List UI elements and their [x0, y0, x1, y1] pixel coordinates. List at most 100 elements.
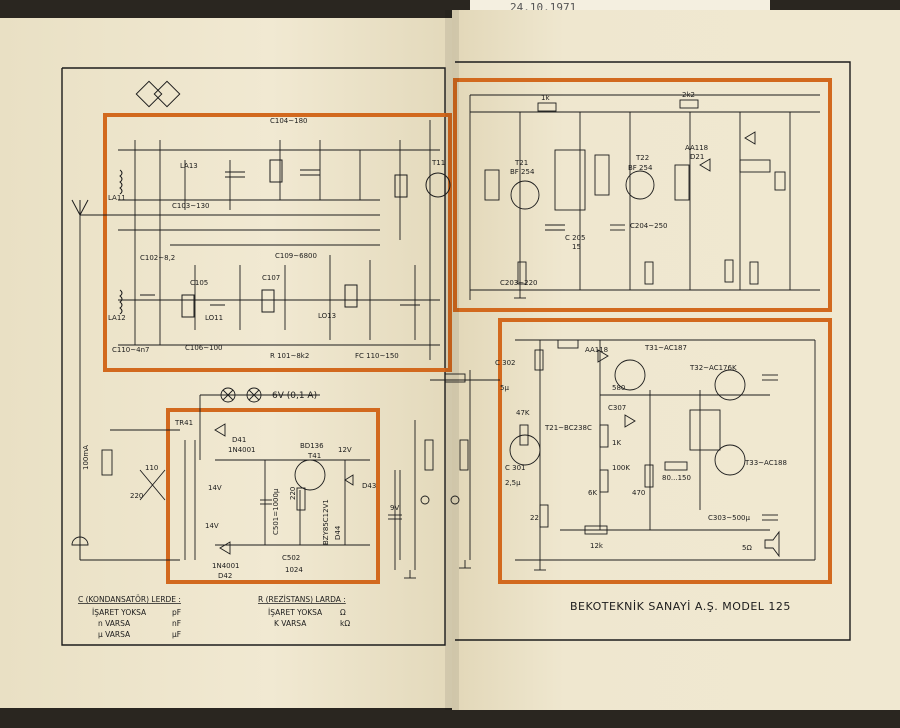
label-lo13: LO13	[318, 312, 336, 320]
label-t21b: T21~BC238C	[544, 424, 592, 432]
outer-frame	[61, 61, 851, 646]
label-fc110: FC 110~150	[355, 352, 399, 360]
label-t21-part: BF 254	[510, 168, 535, 176]
legend-c-row-2-mark: n VARSA	[98, 619, 131, 628]
label-t31: T31~AC187	[644, 344, 687, 352]
label-d41: D41	[232, 436, 246, 444]
legend-resistors: R (REZİSTANS) LARDA : İŞARET YOKSA Ω K V…	[258, 595, 350, 628]
label-c102: C102~8,2	[140, 254, 175, 262]
label-r1k-b: 1K	[612, 439, 621, 447]
label-r470: 470	[632, 489, 645, 497]
legend-c-row-2-unit: nF	[172, 619, 181, 628]
legend-r-row-2-unit: kΩ	[340, 619, 350, 628]
label-r101: R 101~8k2	[270, 352, 309, 360]
label-d43: D43	[362, 482, 376, 490]
label-c110: C110~4n7	[112, 346, 149, 354]
label-lamp: 6V (0,1 A)	[272, 391, 317, 401]
label-d44: D44	[334, 525, 342, 540]
label-c301-val: 2,5μ	[505, 479, 521, 487]
label-r80: 80...150	[662, 474, 691, 482]
label-d42: D42	[218, 572, 232, 580]
if-box	[453, 78, 832, 312]
legend-c-heading: C (KONDANSATÖR) LERDE :	[78, 595, 181, 604]
tuner-wiring	[79, 120, 440, 560]
left-page	[0, 18, 452, 708]
label-r6k: 6K	[588, 489, 597, 497]
label-c109: C109~6800	[275, 252, 317, 260]
label-d31: AA118	[585, 346, 608, 354]
psu-box	[166, 408, 380, 584]
component-labels: C104~180 C103~130 LA13 LA11 LA12 C109~68…	[82, 91, 787, 580]
label-c204: C204~250	[630, 222, 667, 230]
tuner-box	[103, 113, 452, 372]
legend-c-row-3-mark: μ VARSA	[98, 630, 131, 639]
label-d41-part: 1N4001	[228, 446, 256, 454]
legend-capacitors: C (KONDANSATÖR) LERDE : İŞARET YOKSA pF …	[78, 595, 181, 639]
label-c501: C501=1000μ	[272, 488, 280, 535]
audio-box	[498, 318, 832, 584]
schematic-title: BEKOTEKNİK SANAYİ A.Ş. MODEL 125	[570, 600, 791, 613]
label-t41-name: T41	[307, 452, 321, 460]
label-c203: C203~220	[500, 279, 537, 287]
psu-wiring	[71, 387, 402, 570]
label-c302-val: 5μ	[500, 384, 509, 392]
label-r580: 580	[612, 384, 625, 392]
label-c205: C 205	[565, 234, 585, 242]
if-wiring	[469, 94, 820, 300]
label-la12: LA12	[108, 314, 126, 322]
legend-r-heading: R (REZİSTANS) LARDA :	[258, 595, 346, 604]
label-r2k2: 2k2	[682, 91, 695, 99]
label-lo11: LO11	[205, 314, 223, 322]
legend-r-row-2-mark: K VARSA	[274, 619, 307, 628]
label-t21: T21	[514, 159, 528, 167]
label-14v-a: 14V	[208, 484, 222, 492]
legend-c-row-3-unit: μF	[172, 630, 181, 639]
right-page	[452, 10, 900, 710]
label-t41: BD136	[300, 442, 324, 450]
label-fuse: 100mA	[82, 445, 90, 470]
label-c502: C502	[282, 554, 300, 562]
label-t11: T11	[431, 159, 445, 167]
label-c205-val: 15	[572, 243, 581, 251]
volume-controls	[414, 370, 500, 570]
label-zener: BZY85C12V1	[322, 499, 330, 545]
label-12v: 12V	[338, 446, 352, 454]
legend-c-row-1-mark: İŞARET YOKSA	[92, 608, 147, 617]
label-t32: T32~AC176K	[689, 364, 737, 372]
label-t33: T33~AC188	[744, 459, 787, 467]
label-c103: C103~130	[172, 202, 209, 210]
label-9v: 9V	[390, 504, 399, 512]
label-r22: 22	[530, 514, 539, 522]
label-speaker: 5Ω	[742, 544, 752, 552]
tuner-components	[71, 80, 451, 318]
label-la13: LA13	[180, 162, 198, 170]
label-la11: LA11	[108, 194, 126, 202]
label-r1k: 1k	[541, 94, 550, 102]
label-r12k: 12k	[590, 542, 604, 550]
label-c303: C303~500μ	[708, 514, 750, 522]
label-mains-220: 220	[130, 492, 143, 500]
label-c104: C104~180	[270, 117, 307, 125]
label-r47k: 47K	[516, 409, 530, 417]
label-t22: T22	[635, 154, 649, 162]
legend-r-row-1-mark: İŞARET YOKSA	[268, 608, 323, 617]
label-d42-part: 1N4001	[212, 562, 240, 570]
legend-c-row-1-unit: pF	[172, 608, 181, 617]
label-d21: AA118	[685, 144, 708, 152]
label-c307: C307	[608, 404, 626, 412]
label-c302: C 302	[495, 359, 515, 367]
label-14v-b: 14V	[205, 522, 219, 530]
label-r220: 220	[289, 487, 297, 500]
label-c301: C 301	[505, 464, 525, 472]
section-boxes	[103, 78, 832, 584]
label-mains-110: 110	[145, 464, 158, 472]
label-r100k: 100K	[612, 464, 630, 472]
label-c107: C107	[262, 274, 280, 282]
label-c106: C106~100	[185, 344, 222, 352]
ground-symbols	[404, 290, 546, 579]
book-gutter	[445, 10, 459, 710]
label-t22-part: BF 254	[628, 164, 653, 172]
legend-r-row-1-unit: Ω	[340, 608, 346, 617]
